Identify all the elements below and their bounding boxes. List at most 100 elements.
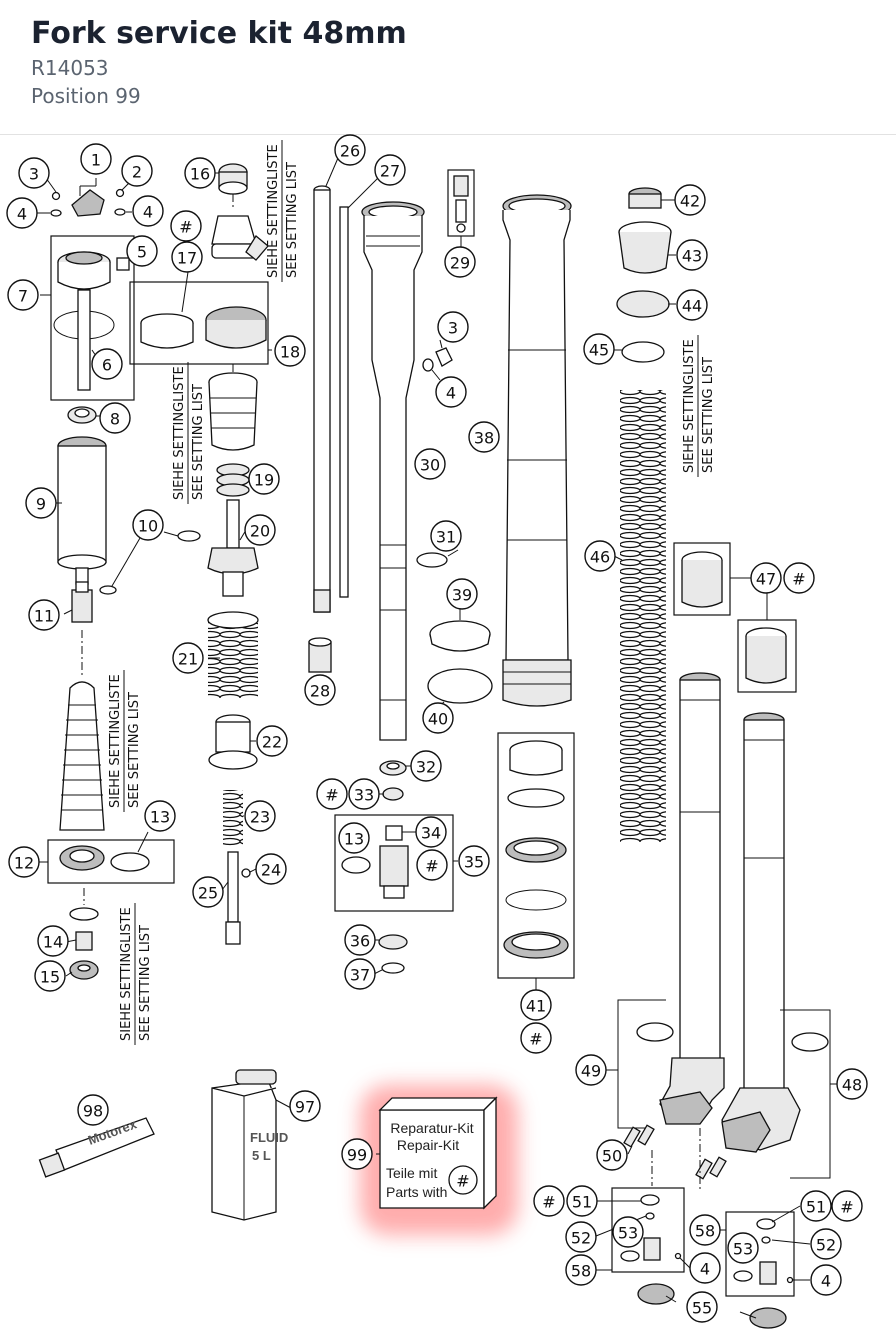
callout-label: 4 — [821, 1272, 831, 1291]
part-bushing-box-41 — [497, 732, 575, 979]
callout-label: 52 — [571, 1229, 591, 1248]
callout-48: 48 — [836, 1068, 868, 1100]
callout-97: 97 — [289, 1090, 321, 1122]
callout-39: 39 — [446, 578, 478, 610]
callout-label: 53 — [733, 1240, 753, 1259]
callout-label: 50 — [602, 1147, 622, 1166]
callout-label: 36 — [350, 932, 370, 951]
part-cap-assembly — [50, 235, 135, 401]
callout-label: 43 — [682, 247, 702, 266]
callout-2: 2 — [121, 155, 153, 187]
setting-list-label-b: SIEHE SETTINGLISTE SEE SETTING LIST — [172, 362, 206, 504]
callout-label: # — [529, 1030, 542, 1049]
oil-can-label-1: FLUID — [250, 1130, 288, 1145]
callout-label: 46 — [590, 548, 610, 567]
callout-label: 97 — [295, 1098, 315, 1117]
callout-label: 45 — [589, 341, 609, 360]
callout-3: 3 — [18, 157, 50, 189]
kit-marker-callout: # — [170, 210, 202, 242]
callout-label: # — [792, 570, 805, 589]
callout-30: 30 — [414, 448, 446, 480]
callout-3: 3 — [437, 311, 469, 343]
callout-label: 53 — [618, 1224, 638, 1243]
callout-label: 21 — [178, 650, 198, 669]
callout-label: # — [179, 218, 192, 237]
callout-7: 7 — [7, 279, 39, 311]
svg-text:SIEHE SETTINGLISTE: SIEHE SETTINGLISTE — [682, 339, 697, 473]
part-main-spring-46 — [620, 390, 666, 842]
callout-10: 10 — [132, 509, 164, 541]
callout-label: 7 — [18, 287, 28, 306]
callout-label: 24 — [261, 861, 281, 880]
callout-19: 19 — [248, 463, 280, 495]
callout-53: 53 — [727, 1232, 759, 1264]
callout-29: 29 — [444, 246, 476, 278]
callout-label: 20 — [250, 522, 270, 541]
callout-9: 9 — [25, 487, 57, 519]
svg-text:SIEHE SETTINGLISTE: SIEHE SETTINGLISTE — [266, 144, 281, 278]
callout-28: 28 — [304, 674, 336, 706]
callout-label: 3 — [29, 165, 39, 184]
part-oring-10b — [99, 585, 117, 595]
callout-45: 45 — [583, 333, 615, 365]
svg-text:SIEHE SETTINGLISTE: SIEHE SETTINGLISTE — [119, 907, 134, 1041]
kit-marker-callout: # — [533, 1185, 565, 1217]
callout-label: 41 — [526, 997, 546, 1016]
callout-label: 8 — [110, 410, 120, 429]
kit-marker-callout: # — [520, 1022, 552, 1054]
callout-label: 14 — [43, 933, 63, 952]
callout-35: 35 — [458, 845, 490, 877]
callout-label: 51 — [572, 1193, 592, 1212]
svg-text:SEE SETTING LIST: SEE SETTING LIST — [701, 357, 716, 473]
svg-text:SIEHE SETTINGLISTE: SIEHE SETTINGLISTE — [172, 366, 187, 500]
callout-11: 11 — [28, 599, 60, 631]
callout-label: 38 — [474, 429, 494, 448]
callout-label: 98 — [83, 1102, 103, 1121]
part-piston-box-18 — [129, 281, 269, 365]
callout-58: 58 — [689, 1214, 721, 1246]
callout-label: 42 — [680, 192, 700, 211]
kit-marker-callout: # — [831, 1190, 863, 1222]
kit-marker-callout: # — [316, 778, 348, 810]
oil-can-97: FLUID 5 L — [211, 1069, 288, 1221]
setting-list-label-e: SIEHE SETTINGLISTE SEE SETTING LIST — [682, 335, 716, 477]
callout-label: 34 — [421, 824, 441, 843]
part-seal-32 — [379, 760, 407, 776]
part-oring-31 — [416, 552, 448, 568]
callout-label: 47 — [756, 570, 776, 589]
callout-16: 16 — [184, 157, 216, 189]
callout-55: 55 — [686, 1291, 718, 1323]
part-piston-rod-26 — [308, 185, 332, 673]
callout-label: 23 — [250, 808, 270, 827]
callout-37: 37 — [344, 958, 376, 990]
part-rod-27 — [339, 206, 349, 598]
kit-line-2: Repair-Kit — [397, 1137, 459, 1153]
part-bracket-49 — [617, 999, 831, 1179]
part-bumper-13a — [59, 681, 105, 831]
setting-list-label-c: SIEHE SETTINGLISTE SEE SETTING LIST — [108, 670, 142, 812]
callout-label: # — [542, 1193, 555, 1212]
callout-label: # — [840, 1198, 853, 1217]
callout-14: 14 — [37, 925, 69, 957]
callout-38: 38 — [468, 421, 500, 453]
grease-tube-98: Motorex — [38, 1116, 155, 1178]
callout-36: 36 — [344, 924, 376, 956]
callout-13: 13 — [338, 822, 370, 854]
callout-32: 32 — [410, 750, 442, 782]
callout-26: 26 — [334, 134, 366, 166]
callout-8: 8 — [99, 402, 131, 434]
part-inner-tube-left — [659, 672, 725, 1125]
callout-label: # — [325, 786, 338, 805]
part-base-valve-12 — [47, 839, 175, 884]
callout-label: 52 — [816, 1236, 836, 1255]
part-spring-19 — [216, 463, 250, 497]
callout-label: 9 — [36, 495, 46, 514]
callout-label: 16 — [190, 165, 210, 184]
callout-46: 46 — [584, 540, 616, 572]
callout-40: 40 — [422, 702, 454, 734]
callout-label: 49 — [581, 1062, 601, 1081]
callout-label: 26 — [340, 142, 360, 161]
callout-label: 4 — [700, 1260, 710, 1279]
